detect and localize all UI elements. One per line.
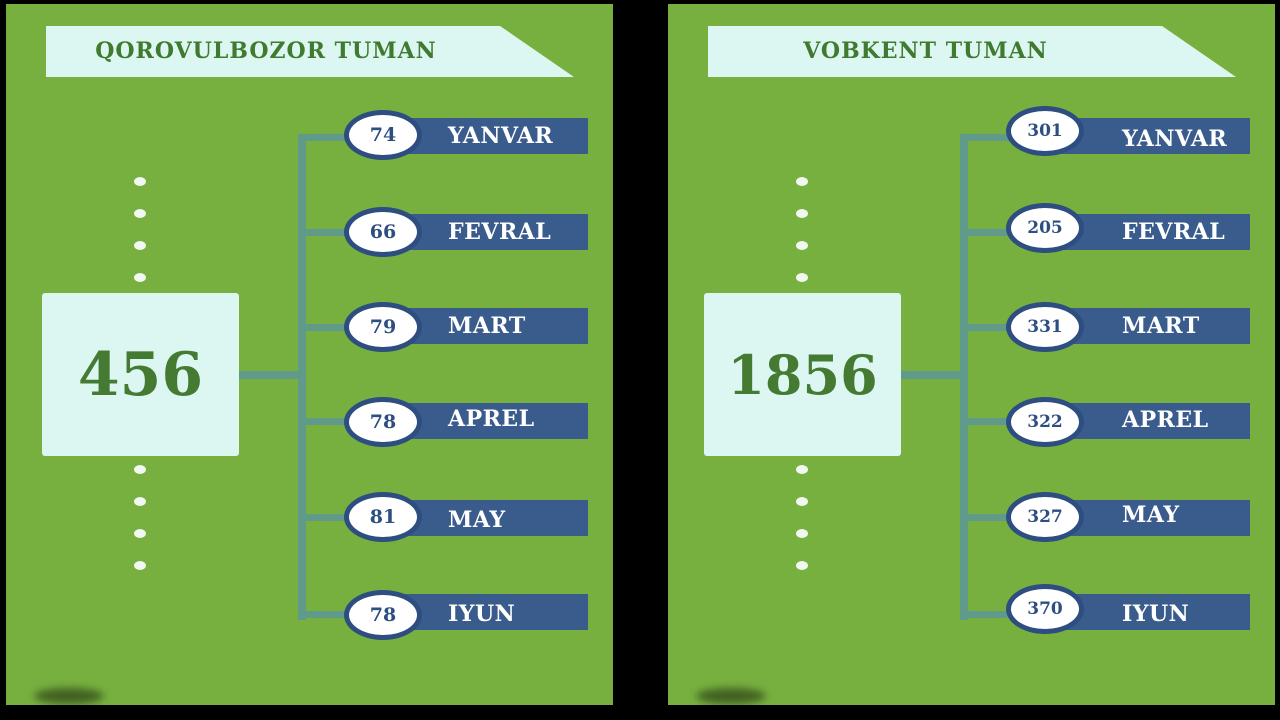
connector-line <box>239 371 299 379</box>
decor-dot <box>796 209 808 218</box>
decor-dot <box>134 177 146 186</box>
month-value-oval: 79 <box>344 302 422 352</box>
connector-branch <box>298 229 358 236</box>
total-value: 456 <box>77 339 204 410</box>
title-banner: QOROVULBOZOR TUMAN <box>46 26 574 77</box>
connector-branch <box>298 611 358 618</box>
district-title: QOROVULBOZOR TUMAN <box>95 38 437 64</box>
month-label: APREL <box>448 406 535 432</box>
connector-branch <box>298 514 358 521</box>
decor-dot <box>134 465 146 474</box>
decor-dot <box>134 497 146 506</box>
decor-dot <box>796 465 808 474</box>
connector-line <box>901 371 961 379</box>
connector-branch <box>960 134 1020 141</box>
connector-branch <box>960 324 1020 331</box>
month-label: YANVAR <box>448 123 554 149</box>
month-label: MAY <box>448 507 506 533</box>
decor-dot <box>796 497 808 506</box>
month-value-oval: 81 <box>344 492 422 542</box>
month-value-oval: 78 <box>344 397 422 447</box>
total-box: 456 <box>42 293 239 456</box>
month-label: APREL <box>1122 407 1209 433</box>
connector-branch <box>298 134 358 141</box>
connector-branch <box>960 229 1020 236</box>
decor-dot <box>796 177 808 186</box>
decor-dot <box>796 273 808 282</box>
month-value-oval: 205 <box>1006 203 1084 253</box>
month-label: FEVRAL <box>1122 219 1226 245</box>
month-value-oval: 74 <box>344 110 422 160</box>
connector-trunk <box>298 134 306 620</box>
month-label: MART <box>448 313 526 339</box>
title-banner: VOBKENT TUMAN <box>708 26 1236 77</box>
month-label: IYUN <box>1122 601 1190 627</box>
month-value-oval: 66 <box>344 207 422 257</box>
month-value-oval: 78 <box>344 590 422 640</box>
district-panel-vobkent: VOBKENT TUMAN 1856 YANVAR 301 FEVRAL 205… <box>668 4 1275 705</box>
district-title: VOBKENT TUMAN <box>803 38 1048 64</box>
district-panel-qorovulbozor: QOROVULBOZOR TUMAN 456 YANVAR 74 FEVRAL … <box>6 4 613 705</box>
month-label: YANVAR <box>1122 126 1228 152</box>
month-label: MAY <box>1122 502 1180 528</box>
decor-dot <box>134 529 146 538</box>
total-box: 1856 <box>704 293 901 456</box>
month-value-oval: 322 <box>1006 397 1084 447</box>
decor-dot <box>134 561 146 570</box>
connector-branch <box>960 611 1020 618</box>
total-value: 1856 <box>727 342 878 407</box>
month-value-oval: 301 <box>1006 106 1084 156</box>
month-label: IYUN <box>448 601 516 627</box>
decor-dot <box>796 561 808 570</box>
decor-dot <box>796 241 808 250</box>
decor-dot <box>134 241 146 250</box>
month-value-oval: 331 <box>1006 302 1084 352</box>
decor-dot <box>134 209 146 218</box>
connector-branch <box>298 418 358 425</box>
connector-trunk <box>960 134 968 620</box>
month-value-oval: 327 <box>1006 492 1084 542</box>
decor-shadow <box>696 688 766 704</box>
decor-dot <box>796 529 808 538</box>
month-value-oval: 370 <box>1006 584 1084 634</box>
decor-shadow <box>34 688 104 704</box>
month-label: FEVRAL <box>448 219 552 245</box>
connector-branch <box>960 418 1020 425</box>
decor-dot <box>134 273 146 282</box>
connector-branch <box>298 324 358 331</box>
month-label: MART <box>1122 313 1200 339</box>
connector-branch <box>960 514 1020 521</box>
